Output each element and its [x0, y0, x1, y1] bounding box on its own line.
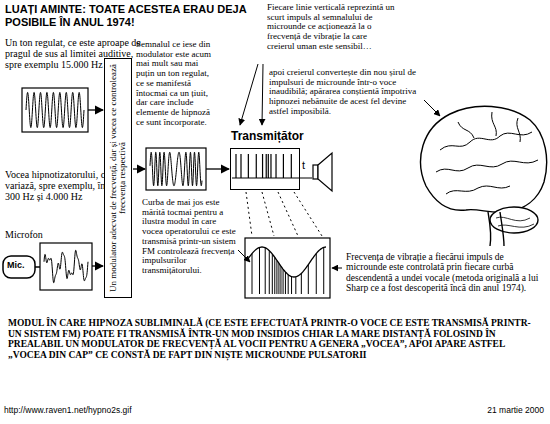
pulse-line [248, 154, 249, 178]
leader-arrow [238, 250, 250, 262]
transmitter-box: Transmițător [230, 148, 300, 190]
pulse-line [323, 247, 324, 294]
pulse-line [256, 154, 257, 178]
pulse-line [278, 263, 279, 294]
pulse-line [269, 251, 270, 294]
pulse-line [265, 248, 266, 294]
pulse-line [283, 269, 284, 294]
microphone-label: Microfon [5, 230, 95, 241]
signal-arrow [92, 265, 103, 266]
pulse-line [316, 254, 317, 294]
signal-arrow [206, 168, 229, 169]
microphone-wire [35, 266, 40, 268]
tone-box [22, 88, 88, 132]
pulse-line [268, 154, 269, 178]
pulse-line [252, 254, 253, 294]
voice-curve [249, 247, 326, 277]
signal-arrow [133, 168, 145, 169]
emitter-cone [318, 153, 332, 191]
modulator-box: Un modulator adecvat de frecvență, dar ș… [104, 58, 132, 298]
note-text: apoi creierul convertește din nou șirul … [269, 68, 421, 117]
pulse-line [235, 154, 236, 178]
note-text: Curba de mai jos este mărită tocmai pent… [142, 198, 238, 276]
date-stamp: 21 martie 2000 [444, 406, 544, 415]
pulse-line [276, 260, 277, 294]
pulse-line [259, 247, 260, 294]
brain-illustration [421, 106, 547, 246]
modulated-signal-box [146, 148, 206, 190]
source-url: http://www.raven1.net/hypno2s.gif [4, 406, 224, 415]
pulse-line [240, 154, 241, 178]
note-text: Fiecare linie verticală reprezintă un sc… [267, 3, 395, 52]
voice-box [40, 243, 92, 290]
projection-lines [246, 192, 322, 236]
caption: MODUL ÎN CARE HIPNOZA SUBLIMINALĂ (CE ES… [8, 318, 544, 361]
microphone-label: Mic. [7, 261, 33, 271]
leader-arrow [424, 100, 440, 116]
note-text: Frecvența de vibrație a fiecărui impuls … [346, 252, 544, 293]
pulse-line [283, 154, 284, 178]
pulse-line [291, 154, 292, 178]
microphone-symbol [3, 256, 35, 278]
pulse-line [275, 154, 276, 178]
pulse-line [270, 154, 271, 178]
modulator-label: Un modulator adecvat de frecvență, dar ș… [109, 63, 127, 293]
waveform [26, 92, 84, 127]
enlarged-curve-box [245, 238, 330, 298]
leader-arrow [262, 64, 263, 125]
emitter-symbol [313, 165, 318, 179]
axis-label: t [302, 160, 312, 172]
pulse-line [285, 272, 286, 294]
pulse-line [266, 154, 267, 178]
pulse-line [295, 277, 296, 294]
pulse-line [262, 154, 263, 178]
transmitter-label: Transmițător [230, 130, 305, 143]
pulse-line [288, 275, 289, 294]
note-text: Semnalul ce iese din modulator este acum… [136, 40, 218, 127]
waveform [150, 152, 202, 186]
title: LUAȚI AMINTE: TOATE ACESTEA ERAU DEJA PO… [5, 3, 263, 28]
pulse-line [272, 254, 273, 294]
signal-arrow [88, 109, 103, 110]
pulse-line [280, 266, 281, 294]
waveform [44, 250, 88, 283]
leader-arrow [332, 268, 342, 269]
leader-arrow [240, 64, 258, 125]
pulse-line [274, 257, 275, 294]
time-axis [232, 177, 312, 178]
pulse-line [291, 277, 292, 294]
pulse-line [301, 273, 302, 294]
pulse-line [308, 265, 309, 294]
